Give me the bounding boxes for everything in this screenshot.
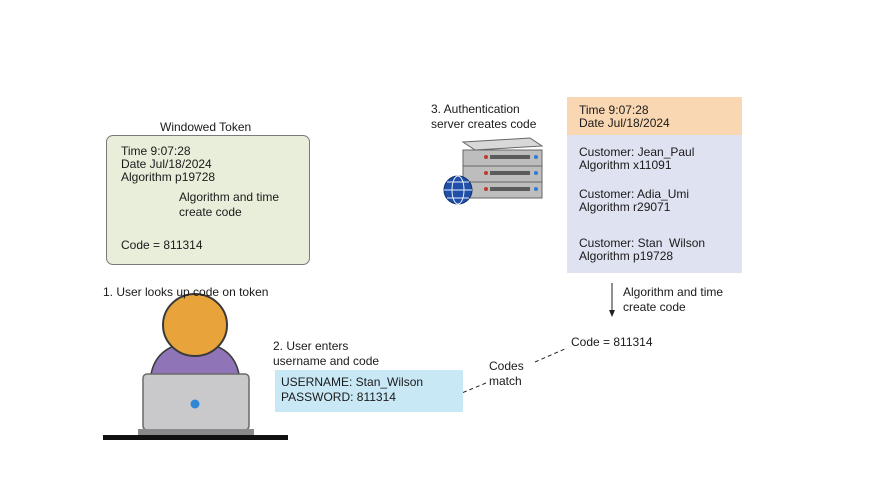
customer-name: Customer: Adia_Umi bbox=[579, 187, 690, 201]
server-unit-3 bbox=[462, 181, 543, 199]
step-3-label: 3. Authentication server creates code bbox=[431, 102, 537, 131]
laptop-logo bbox=[190, 399, 200, 409]
token-algorithm: Algorithm p19728 bbox=[121, 170, 216, 184]
server-note: Algorithm and time create code bbox=[623, 285, 724, 314]
server-icon bbox=[443, 137, 544, 205]
token-code: Code = 811314 bbox=[121, 238, 203, 252]
server-unit-1 bbox=[461, 137, 544, 167]
server-customers-panel bbox=[567, 135, 742, 273]
customer-algorithm: Algorithm p19728 bbox=[579, 249, 674, 263]
customer-name: Customer: Jean_Paul bbox=[579, 145, 695, 159]
match-line-server bbox=[534, 347, 568, 363]
desk bbox=[103, 435, 288, 440]
laptop-hinge bbox=[138, 429, 254, 435]
login-password: PASSWORD: 811314 bbox=[281, 390, 396, 404]
token-box bbox=[106, 135, 310, 265]
server-arrow bbox=[609, 283, 615, 317]
server-code: Code = 811314 bbox=[571, 335, 653, 349]
server-date: Date Jul/18/2024 bbox=[579, 116, 670, 130]
step-1-label: 1. User looks up code on token bbox=[103, 285, 269, 299]
token-title: Windowed Token bbox=[160, 120, 252, 134]
token-date: Date Jul/18/2024 bbox=[121, 157, 212, 171]
globe-icon bbox=[443, 175, 473, 205]
server-unit-2 bbox=[462, 165, 543, 183]
user-figure bbox=[103, 293, 288, 440]
match-line-login bbox=[439, 382, 487, 403]
token-time: Time 9:07:28 bbox=[121, 144, 191, 158]
token-note: Algorithm and time create code bbox=[179, 190, 280, 219]
customer-name: Customer: Stan Wilson bbox=[579, 236, 706, 250]
login-box bbox=[275, 370, 463, 412]
codes-match-label: Codes match bbox=[489, 359, 524, 388]
server-header-panel bbox=[567, 97, 742, 135]
login-username: USERNAME: Stan_Wilson bbox=[281, 375, 424, 389]
user-head bbox=[162, 293, 228, 357]
customer-algorithm: Algorithm x11091 bbox=[579, 158, 672, 172]
customer-algorithm: Algorithm r29071 bbox=[579, 200, 671, 214]
server-time: Time 9:07:28 bbox=[579, 103, 649, 117]
step-2-label: 2. User enters username and code bbox=[273, 339, 380, 368]
